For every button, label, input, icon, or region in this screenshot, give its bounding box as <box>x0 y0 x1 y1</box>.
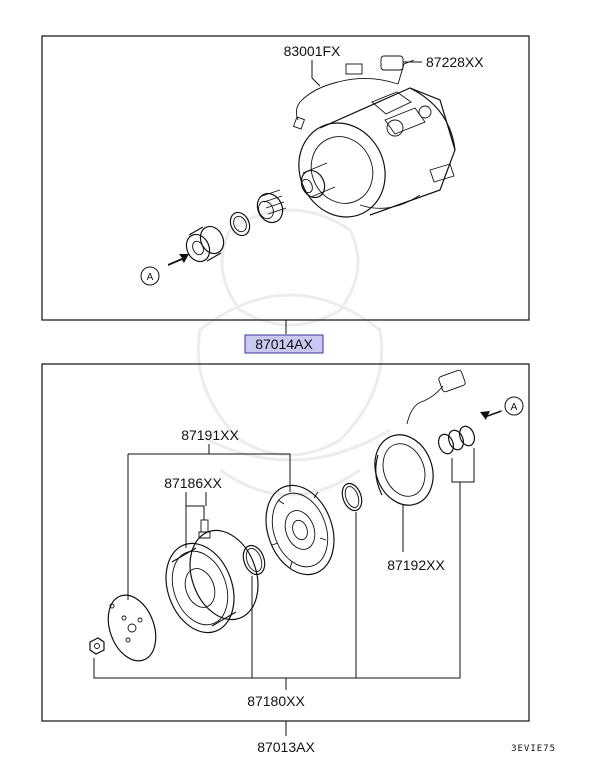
bolt[interactable] <box>198 519 211 539</box>
label-87014AX[interactable]: 87014AX <box>255 336 313 352</box>
svg-text:A: A <box>511 402 518 413</box>
snap-ring-left[interactable] <box>239 542 268 577</box>
callout-a-lower: A <box>480 396 524 420</box>
seal-o-ring[interactable] <box>227 209 253 238</box>
snap-ring-right[interactable] <box>339 481 365 513</box>
label-87191XX: 87191XX <box>181 427 239 443</box>
compressor[interactable] <box>284 87 456 231</box>
front-plate[interactable] <box>100 589 165 668</box>
label-87186XX: 87186XX <box>164 475 222 491</box>
lower-box <box>41 363 530 722</box>
upper-box <box>41 35 530 321</box>
assembly-highlight <box>244 334 324 354</box>
label-87013AX[interactable]: 87013AX <box>257 739 315 755</box>
label-87180XX: 87180XX <box>247 693 305 709</box>
pulley[interactable] <box>254 476 346 584</box>
clutch-rotor[interactable] <box>154 521 270 642</box>
field-coil[interactable] <box>365 427 442 514</box>
wire-harness[interactable] <box>292 55 415 130</box>
shim-washers[interactable] <box>436 424 477 456</box>
diagram-code: 3EVIE75 <box>511 744 556 754</box>
seal-bushing[interactable] <box>182 223 228 266</box>
nut[interactable] <box>89 637 105 655</box>
label-83001FX: 83001FX <box>284 43 341 59</box>
seal-coil-spring[interactable] <box>253 189 287 226</box>
label-87228XX: 87228XX <box>426 54 484 70</box>
callout-a-upper: A <box>140 254 189 286</box>
svg-text:A: A <box>147 272 154 283</box>
label-87192XX: 87192XX <box>387 557 445 573</box>
coil-connector[interactable] <box>406 369 466 425</box>
